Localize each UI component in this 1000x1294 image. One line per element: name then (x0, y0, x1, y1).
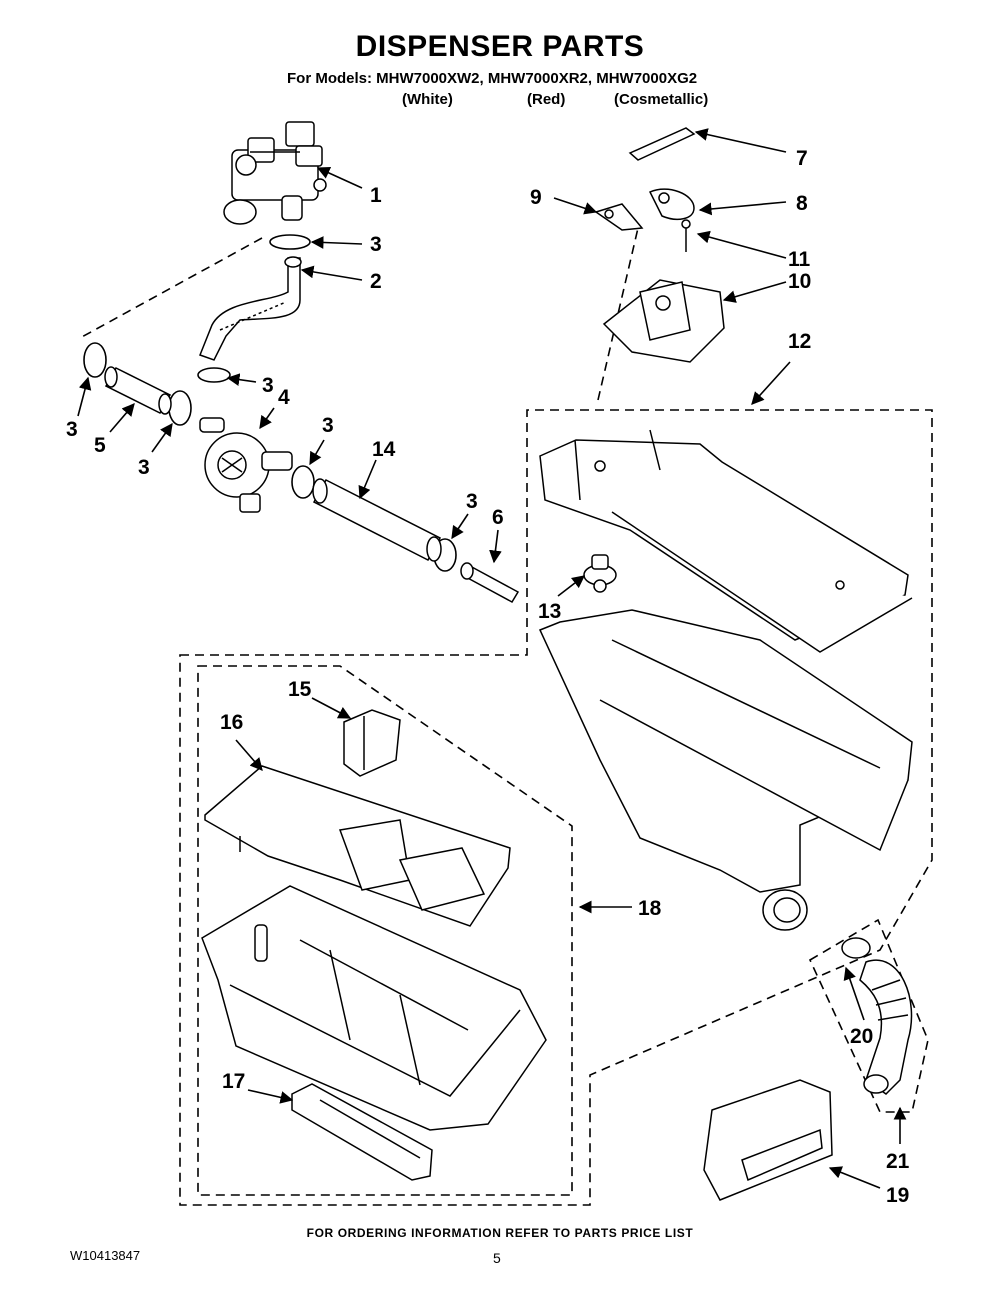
color-cosmetallic: (Cosmetallic) (614, 91, 709, 108)
callout-10: 10 (788, 270, 811, 293)
drawer-lid-drawing (204, 765, 511, 927)
arrow-20 (843, 966, 865, 1021)
callout-1: 1 (370, 184, 382, 207)
page-number: 5 (493, 1250, 501, 1266)
arrow-3b (226, 373, 257, 386)
page-title: DISPENSER PARTS (355, 30, 645, 63)
callout-3: 3 (466, 490, 478, 513)
assembly-outline (179, 409, 933, 1206)
drain-hose-drawing (841, 937, 913, 1095)
callout-8: 8 (796, 192, 808, 215)
callout-labels: 1 3 2 3 4 3 5 3 3 14 3 6 7 9 8 11 10 12 … (66, 147, 910, 1207)
inlet-valve-drawing (223, 121, 327, 225)
arrow-5 (109, 403, 135, 433)
cam-disc (648, 188, 695, 221)
callout-3: 3 (138, 456, 150, 479)
gasket-strip (628, 127, 696, 161)
arrow-3c (77, 376, 92, 417)
fitting-drawing (583, 554, 617, 593)
arrow-13 (557, 575, 586, 597)
ordering-note: FOR ORDERING INFORMATION REFER TO PARTS … (306, 1226, 694, 1240)
callout-16: 16 (220, 711, 243, 734)
callout-2: 2 (370, 270, 382, 293)
dispenser-housing-drawing (538, 609, 913, 931)
arrow-4 (259, 407, 275, 430)
drawer-body-drawing (201, 885, 547, 1131)
elbow-hose-drawing (199, 256, 302, 361)
arrow-3e (309, 439, 325, 466)
hose-route-line (79, 237, 263, 339)
callout-15: 15 (288, 678, 312, 701)
drawer-handle-drawing (703, 1079, 833, 1201)
callout-14: 14 (372, 438, 396, 461)
callout-21: 21 (886, 1150, 910, 1173)
arrow-15 (311, 697, 352, 719)
arrow-14 (358, 459, 377, 500)
callout-11: 11 (788, 248, 811, 271)
short-hose-drawing (104, 366, 172, 415)
callout-3: 3 (262, 374, 274, 397)
callout-3: 3 (370, 233, 382, 256)
cover-plate (594, 203, 644, 231)
top-small-parts-drawing (594, 127, 696, 231)
arrow-11 (696, 230, 787, 259)
callout-3: 3 (322, 414, 334, 437)
arrow-10 (722, 281, 787, 303)
group-outlines (79, 227, 933, 1206)
handle-insert-drawing (291, 1083, 433, 1181)
arrow-17 (247, 1089, 294, 1104)
arrow-9 (553, 197, 598, 215)
callout-12: 12 (788, 330, 811, 353)
callout-19: 19 (886, 1184, 909, 1207)
callout-17: 17 (222, 1070, 245, 1093)
nozzle-drawing (460, 562, 520, 604)
siphon-cap-drawing (343, 709, 401, 777)
long-hose-drawing (312, 478, 442, 562)
callout-9: 9 (530, 186, 542, 209)
hose-kit-outline (808, 918, 929, 1113)
callout-4: 4 (278, 386, 290, 409)
color-red: (Red) (527, 91, 566, 108)
arrow-6 (489, 529, 502, 564)
callout-3: 3 (66, 418, 78, 441)
arrow-8 (698, 201, 787, 216)
callout-6: 6 (492, 506, 504, 529)
arrow-3f (451, 513, 469, 540)
callout-20: 20 (850, 1025, 873, 1048)
arrow-3d (151, 422, 173, 453)
callout-13: 13 (538, 600, 561, 623)
siphon-break-drawing (199, 417, 293, 513)
arrow-19 (828, 1166, 881, 1189)
callout-18: 18 (638, 897, 662, 920)
actuator-drawing (602, 219, 725, 363)
arrow-3a (310, 236, 363, 249)
color-white: (White) (402, 91, 453, 108)
callout-5: 5 (94, 434, 106, 457)
arrow-2 (300, 265, 363, 281)
arrow-12 (751, 361, 791, 405)
callout-7: 7 (796, 147, 808, 170)
arrow-7 (694, 128, 787, 153)
models-line: For Models: MHW7000XW2, MHW7000XR2, MHW7… (287, 70, 698, 87)
document-number: W10413847 (70, 1248, 141, 1263)
dispenser-cover-drawing (539, 429, 913, 653)
leader-arrows (77, 128, 907, 1189)
arrow-1 (316, 166, 363, 189)
arrow-16 (235, 739, 263, 771)
dispenser-drawer-outline (197, 665, 573, 1196)
